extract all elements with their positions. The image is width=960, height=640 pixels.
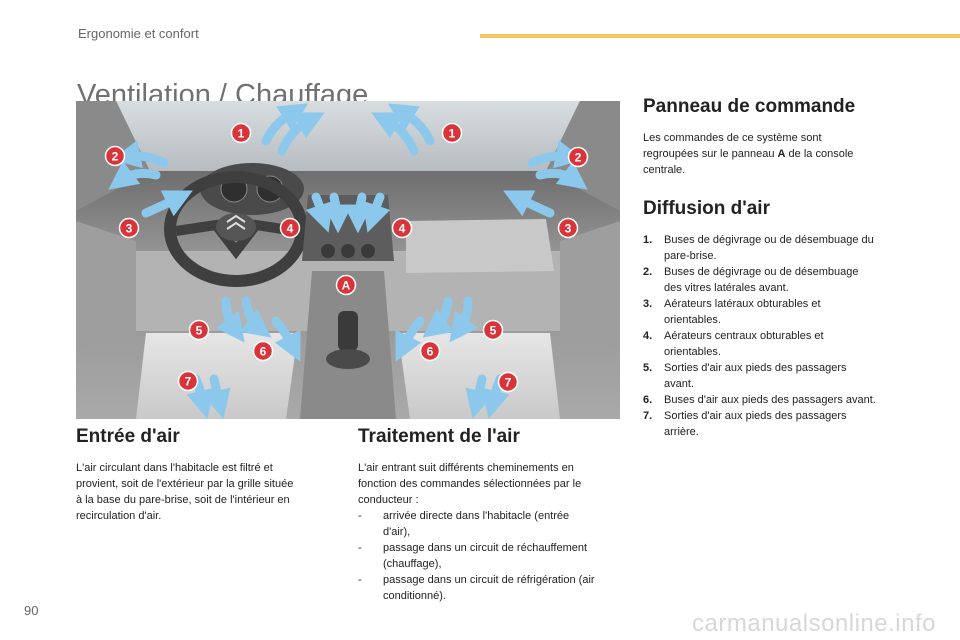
svg-text:6: 6 (260, 345, 267, 359)
callout-A-control-panel: A (335, 274, 357, 296)
instrument-cluster (200, 163, 304, 215)
callout-5-right: 5 (482, 319, 504, 341)
gear-stick (338, 311, 358, 351)
traitement-intro: L'air entrant suit différents cheminemen… (358, 462, 582, 506)
list-item: 3. Aérateurs latéraux obturables et orie… (643, 298, 821, 326)
svg-text:3: 3 (565, 222, 572, 236)
section-traitement-air: Traitement de l'air L'air entrant suit d… (358, 426, 620, 604)
callout-3-left: 3 (118, 217, 140, 239)
dashboard-illustration: 1 1 2 2 3 3 4 4 (76, 101, 620, 419)
left-door (76, 221, 136, 351)
svg-text:7: 7 (505, 376, 512, 390)
svg-text:2: 2 (575, 151, 582, 165)
svg-text:4: 4 (287, 222, 294, 236)
console-knob-middle (341, 244, 355, 258)
header-rule (480, 34, 960, 38)
section-header: Ergonomie et confort (78, 26, 199, 41)
callout-3-right: 3 (557, 217, 579, 239)
panneau-title: Panneau de commande (643, 96, 856, 117)
callout-2-right: 2 (567, 146, 589, 168)
entree-text: L'air circulant dans l'habitacle est fil… (76, 462, 294, 522)
list-item: - passage dans un circuit de réfrigérati… (358, 574, 595, 602)
airflow-arrows (108, 103, 588, 419)
diffusion-list: 1. Buses de dégivrage ou de désembuage d… (643, 232, 913, 440)
steering-spokes (175, 219, 297, 260)
svg-text:5: 5 (196, 324, 203, 338)
callout-7-left: 7 (177, 370, 199, 392)
svg-text:4: 4 (399, 222, 406, 236)
glovebox (406, 219, 554, 273)
brand-logo (226, 214, 246, 230)
diffusion-title: Diffusion d'air (643, 198, 770, 219)
svg-text:1: 1 (238, 127, 245, 141)
callout-6-left: 6 (252, 340, 274, 362)
svg-text:1: 1 (449, 127, 456, 141)
list-item: 5. Sorties d'air aux pieds des passagers… (643, 362, 847, 390)
page-number: 90 (24, 603, 39, 618)
section-entree-air: Entrée d'air L'air circulant dans l'habi… (76, 426, 330, 524)
list-item: 1. Buses de dégivrage ou de désembuage d… (643, 234, 874, 262)
callout-1-left: 1 (230, 122, 252, 144)
list-item: 7. Sorties d'air aux pieds des passagers… (643, 410, 847, 438)
callout-4-right: 4 (391, 217, 413, 239)
watermark: carmanualsonline.info (692, 610, 936, 637)
console-knob-left (321, 244, 335, 258)
svg-text:A: A (342, 279, 351, 293)
windscreen (116, 101, 580, 171)
list-item: - passage dans un circuit de réchauffeme… (358, 542, 588, 570)
callout-5-left: 5 (188, 319, 210, 341)
callout-2-left: 2 (104, 145, 126, 167)
traitement-list: - arrivée directe dans l'habitacle (entr… (358, 508, 620, 604)
dashboard-drawing: 1 1 2 2 3 3 4 4 (76, 101, 620, 419)
right-column: Panneau de commande Les commandes de ce … (643, 96, 913, 440)
svg-text:7: 7 (185, 375, 192, 389)
right-door (560, 221, 620, 351)
list-item: 2. Buses de dégivrage ou de désembuage d… (643, 266, 859, 294)
callout-1-right: 1 (441, 122, 463, 144)
list-item: 4. Aérateurs centraux obturables et orie… (643, 330, 824, 358)
steering-hub (216, 213, 256, 241)
traitement-title: Traitement de l'air (358, 426, 520, 447)
console-knob-right (361, 244, 375, 258)
svg-text:3: 3 (126, 222, 133, 236)
list-item: - arrivée directe dans l'habitacle (entr… (358, 510, 570, 538)
list-item: 6. Buses d'air aux pieds des passagers a… (643, 394, 876, 406)
svg-text:5: 5 (490, 324, 497, 338)
steering-wheel (164, 171, 308, 287)
entree-title: Entrée d'air (76, 426, 180, 447)
callout-6-right: 6 (419, 340, 441, 362)
callout-7-right: 7 (497, 371, 519, 393)
panneau-text: Les commandes de ce système sont regroup… (643, 132, 854, 176)
svg-text:6: 6 (427, 345, 434, 359)
callout-4-left: 4 (279, 217, 301, 239)
svg-text:2: 2 (112, 150, 119, 164)
gear-boot (326, 349, 370, 369)
